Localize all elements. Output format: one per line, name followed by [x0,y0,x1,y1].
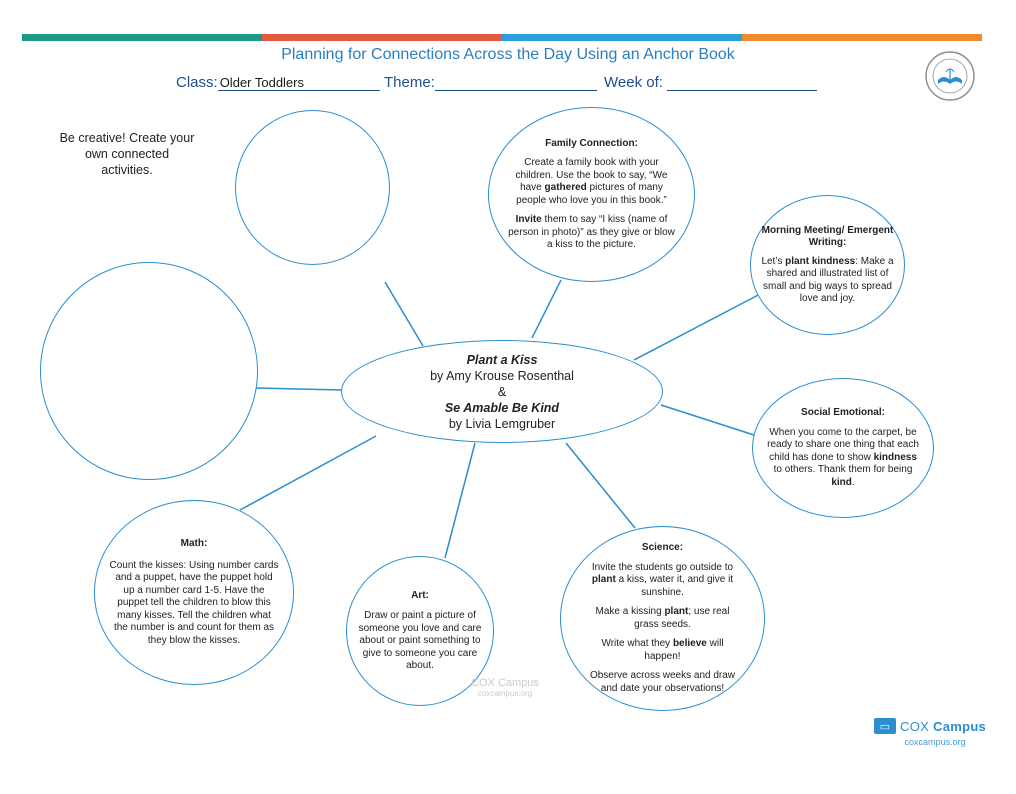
book2-author: by Livia Lemgruber [448,416,556,431]
theme-field: Theme: [384,74,597,91]
class-field: Class:Older Toddlers [176,74,380,91]
color-bar-orange [742,34,982,41]
math-paragraph: Count the kisses: Using number cards and… [109,559,279,646]
watermark: COX Campus coxcampus.org [450,677,560,698]
blank-circle-top[interactable] [235,110,390,265]
science-paragraph-2: Make a kissing plant; use real grass see… [595,606,730,630]
family-heading: Family Connection: [545,137,638,149]
literacy-justice-logo [925,51,975,101]
math-heading: Math: [180,538,208,549]
social-heading: Social Emotional: [801,407,885,418]
book2-title: Se Amable Be Kind [444,400,560,415]
morning-paragraph: Let’s plant kindness: Make a shared and … [761,255,894,305]
week-label: Week of: [604,74,663,91]
anchor-book-oval: Plant a Kiss by Amy Krouse Rosenthal & S… [341,340,663,443]
ampersand: & [497,384,507,399]
math-circle: Math: Count the kisses: Using number car… [94,500,294,685]
book-icon: ▭ [874,718,896,734]
theme-value[interactable] [434,75,597,91]
watermark-url: coxcampus.org [477,689,533,698]
family-connection-circle: Family Connection: Create a family book … [488,107,695,282]
family-paragraph-1: Create a family book with your children.… [515,157,668,206]
brand-name: COX Campus [900,718,987,734]
theme-label: Theme: [384,74,435,91]
art-circle: Art: Draw or paint a picture of someone … [346,556,494,706]
watermark-name: COX Campus [471,677,539,689]
page-title: Planning for Connections Across the Day … [281,46,735,63]
week-value[interactable] [667,75,818,91]
color-bar-blue [502,34,742,41]
family-paragraph-2: Invite them to say “I kiss (name of pers… [508,214,675,250]
science-heading: Science: [641,542,684,553]
art-paragraph: Draw or paint a picture of someone you l… [358,610,482,671]
social-emotional-circle: Social Emotional: When you come to the c… [752,378,934,518]
book1-title: Plant a Kiss [466,352,538,367]
morning-meeting-circle: Morning Meeting/ Emergent Writing: Let’s… [750,195,905,335]
science-paragraph-3: Write what they believe will happen! [601,638,724,662]
color-bar-teal [22,34,262,41]
creative-note: Be creative! Create your own connected a… [59,131,195,177]
blank-circle-left[interactable] [40,262,258,480]
science-paragraph-4: Observe across weeks and draw and date y… [589,670,736,694]
science-paragraph-1: Invite the students go outside to plant … [591,561,734,598]
science-circle: Science: Invite the students go outside … [560,526,765,711]
week-field: Week of: [604,74,818,91]
book1-author: by Amy Krouse Rosenthal [430,368,574,383]
social-paragraph: When you come to the carpet, be ready to… [767,426,919,488]
art-heading: Art: [411,589,429,601]
class-label: Class: [176,74,218,91]
class-value[interactable]: Older Toddlers [217,75,380,91]
color-bar-red [262,34,502,41]
cox-campus-brand[interactable]: ▭ COX Campus coxcampus.org [874,718,986,747]
morning-heading: Morning Meeting/ Emergent Writing: [761,224,894,249]
brand-url[interactable]: coxcampus.org [904,737,966,747]
